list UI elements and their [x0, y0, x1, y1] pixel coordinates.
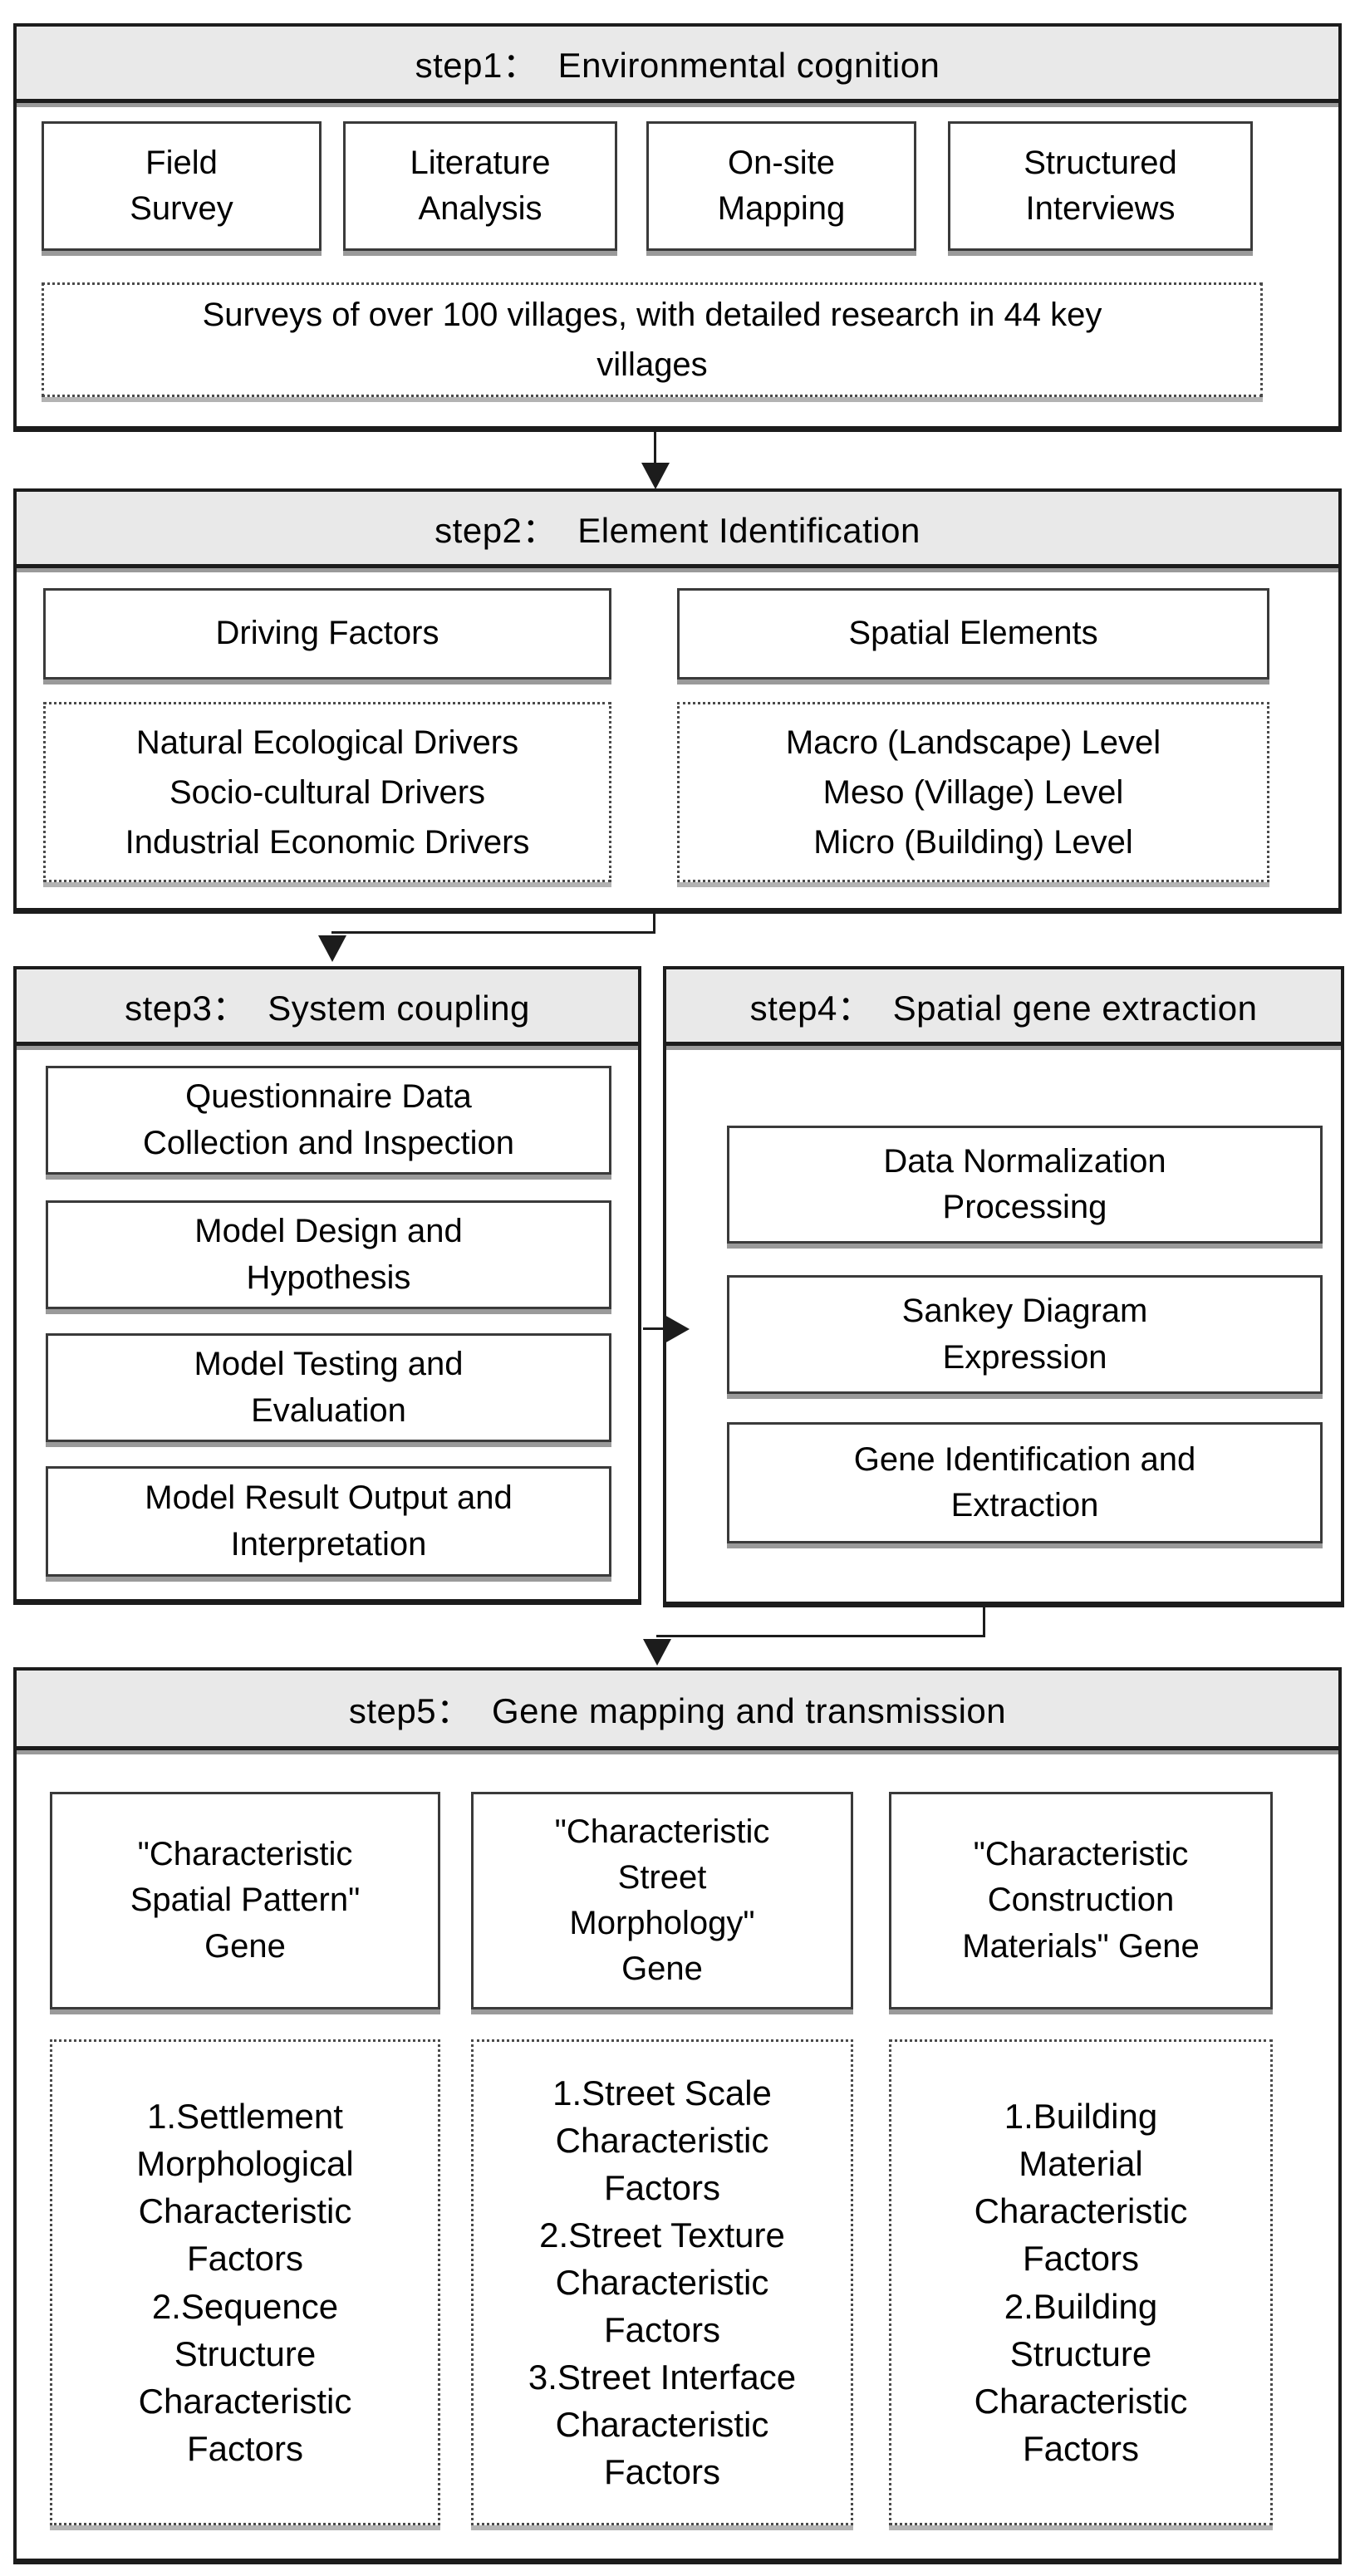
factor-item: 2.Sequence Structure Characteristic Fact…	[138, 2286, 352, 2468]
list-item: Socio-cultural Drivers	[169, 773, 486, 811]
connector-line	[656, 1635, 985, 1637]
step5-gene-box-spatial-pattern: "Characteristic Spatial Pattern" Gene	[50, 1792, 440, 2009]
down-arrow-icon	[641, 463, 670, 489]
down-arrow-icon	[643, 1639, 671, 1666]
factor-item: 1.Settlement Morphological Characteristi…	[136, 2097, 354, 2279]
step4-box-sankey-diagram: Sankey Diagram Expression	[727, 1275, 1323, 1394]
step2-title: step2： Element Identification	[434, 511, 921, 550]
connector-line	[653, 914, 655, 934]
list-item: Industrial Economic Drivers	[125, 823, 530, 861]
step4-box-gene-identification: Gene Identification and Extraction	[727, 1422, 1323, 1543]
step5-section: step5： Gene mapping and transmission "Ch…	[13, 1667, 1342, 2564]
step4-section: step4： Spatial gene extraction Data Norm…	[663, 966, 1344, 1607]
step2-driving-factors-list: Natural Ecological Drivers Socio-cultura…	[43, 702, 611, 882]
step1-survey-note: Surveys of over 100 villages, with detai…	[42, 282, 1263, 397]
step3-title: step3： System coupling	[125, 989, 530, 1028]
factor-item: 3.Street Interface Characteristic Factor…	[528, 2358, 797, 2492]
step2-driving-factors-box: Driving Factors	[43, 588, 611, 680]
step2-header: step2： Element Identification	[17, 492, 1338, 568]
step3-header: step3： System coupling	[17, 969, 638, 1046]
step5-gene-box-construction-materials: "Characteristic Construction Materials" …	[889, 1792, 1273, 2009]
factor-item: 1.Building Material Characteristic Facto…	[974, 2097, 1188, 2279]
step5-gene-box-street-morphology: "Characteristic Street Morphology" Gene	[471, 1792, 853, 2009]
connector-line	[643, 1327, 666, 1330]
connector-line	[983, 1607, 985, 1637]
down-arrow-icon	[318, 935, 346, 962]
step2-spatial-elements-box: Spatial Elements	[677, 588, 1269, 680]
step4-header: step4： Spatial gene extraction	[666, 969, 1341, 1046]
connector-line	[654, 432, 656, 465]
step3-box-questionnaire: Questionnaire Data Collection and Inspec…	[46, 1066, 611, 1175]
step1-box-literature-analysis: Literature Analysis	[343, 121, 617, 251]
step4-title: step4： Spatial gene extraction	[749, 989, 1258, 1028]
factor-item: 2.Building Structure Characteristic Fact…	[974, 2286, 1188, 2468]
step1-box-field-survey: Field Survey	[42, 121, 322, 251]
step5-title: step5： Gene mapping and transmission	[348, 1691, 1007, 1730]
step1-section: step1： Environmental cognition Field Sur…	[13, 23, 1342, 432]
factor-item: 2.Street Texture Characteristic Factors	[539, 2215, 785, 2350]
step3-section: step3： System coupling Questionnaire Dat…	[13, 966, 641, 1605]
step2-section: step2： Element Identification Driving Fa…	[13, 488, 1342, 914]
step1-title: step1： Environmental cognition	[415, 46, 940, 85]
list-item: Macro (Landscape) Level	[785, 724, 1161, 761]
step1-box-structured-interviews: Structured Interviews	[948, 121, 1253, 251]
step4-box-data-normalization: Data Normalization Processing	[727, 1126, 1323, 1244]
step5-factors-street-morphology: 1.Street Scale Characteristic Factors 2.…	[471, 2039, 853, 2525]
step1-header: step1： Environmental cognition	[17, 27, 1338, 103]
list-item: Micro (Building) Level	[813, 823, 1133, 861]
step1-box-onsite-mapping: On-site Mapping	[646, 121, 916, 251]
connector-line	[331, 931, 655, 934]
list-item: Natural Ecological Drivers	[135, 724, 519, 761]
step5-factors-construction-materials: 1.Building Material Characteristic Facto…	[889, 2039, 1273, 2525]
step1-method-row: Field Survey Literature Analysis On-site…	[42, 121, 1253, 251]
list-item: Meso (Village) Level	[822, 773, 1124, 811]
step3-box-model-result: Model Result Output and Interpretation	[46, 1466, 611, 1577]
step2-spatial-elements-list: Macro (Landscape) Level Meso (Village) L…	[677, 702, 1269, 882]
right-arrow-icon	[665, 1315, 690, 1343]
step3-box-model-testing: Model Testing and Evaluation	[46, 1333, 611, 1442]
step5-header: step5： Gene mapping and transmission	[17, 1671, 1338, 1750]
step5-factors-spatial-pattern: 1.Settlement Morphological Characteristi…	[50, 2039, 440, 2525]
step3-box-model-design: Model Design and Hypothesis	[46, 1200, 611, 1309]
factor-item: 1.Street Scale Characteristic Factors	[552, 2073, 772, 2207]
